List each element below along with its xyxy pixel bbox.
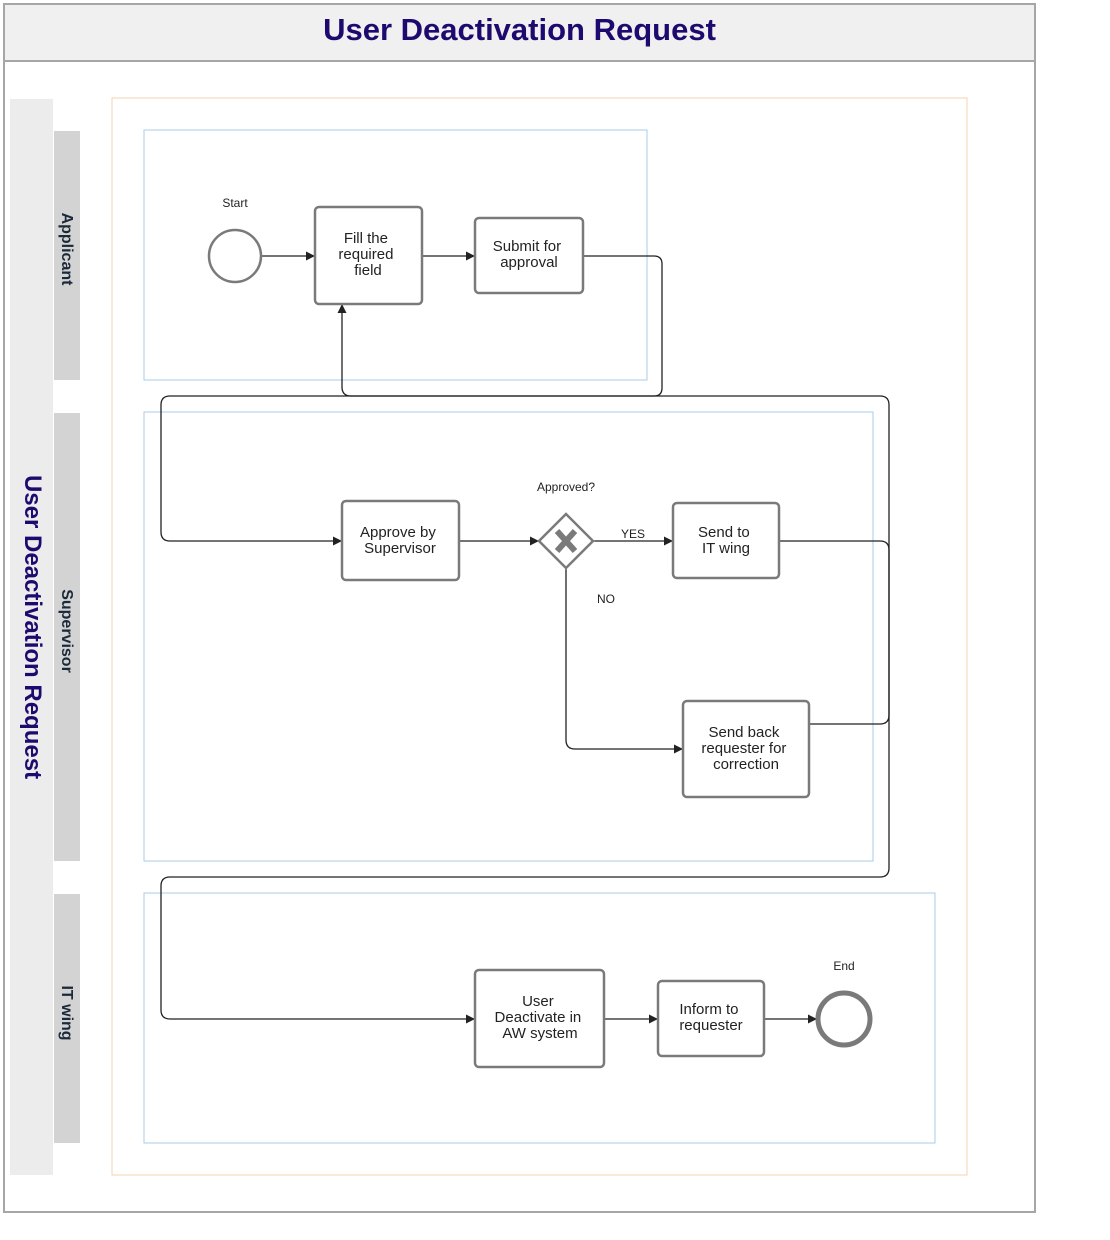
- lane-supervisor: [143, 411, 874, 862]
- task-inform-requester[interactable]: Inform to requester: [656, 979, 766, 1058]
- gateway-label: Approved?: [537, 480, 595, 494]
- gateway-yes-label: YES: [621, 527, 645, 541]
- lane-label-applicant: Applicant: [58, 213, 75, 287]
- lane-applicant: [143, 129, 648, 381]
- task-submit-for-approval[interactable]: Submit for approval: [473, 216, 585, 295]
- end-event-label: End: [833, 959, 854, 973]
- start-event-label: Start: [222, 196, 248, 210]
- pool-label: User Deactivation Request: [19, 475, 46, 779]
- start-event[interactable]: [207, 228, 263, 284]
- pool-area: [111, 97, 968, 1176]
- svg-text:Inform to requester: Inform to requester: [679, 1001, 742, 1034]
- flow-sendback-to-fill: [337, 304, 890, 725]
- svg-text:Send to IT wing: Send to IT wing: [698, 524, 754, 557]
- lane-bar-it-wing: [54, 894, 80, 1143]
- lane-bar-applicant: [54, 131, 80, 380]
- title-bar: [3, 3, 1036, 62]
- task-send-to-it-wing[interactable]: Send to IT wing: [671, 501, 781, 580]
- task-send-back-for-correction[interactable]: Send back requester for correction: [681, 699, 811, 799]
- task-approve-by-supervisor[interactable]: Approve by Supervisor: [340, 499, 461, 582]
- lane-it-wing: [143, 892, 936, 1144]
- exclusive-gateway[interactable]: [537, 512, 595, 570]
- svg-text:User Deactivate in: User Deactivate in AW system: [495, 993, 586, 1042]
- svg-text:Approve by Supervisor: Approve by Supervisor: [360, 524, 440, 557]
- sequence-flows: [160, 251, 890, 1024]
- lane-bar-supervisor: [54, 413, 80, 861]
- pool-label-band: [10, 99, 53, 1175]
- task-user-deactivate[interactable]: User Deactivate in AW system: [473, 968, 606, 1069]
- flow-gateway-no: [565, 568, 683, 754]
- svg-text:Submit for approval: Submit for approval: [493, 238, 566, 271]
- task-fill-required-field[interactable]: Fill the required field: [313, 205, 424, 306]
- exclusive-gateway-x-icon: [554, 528, 578, 554]
- flow-it-wing-to-deactivate: [160, 540, 890, 1024]
- gateway-no-label: NO: [597, 592, 615, 606]
- page-title: User Deactivation Request: [323, 12, 716, 47]
- svg-text:Send back requester for: Send back requester for correction: [701, 724, 790, 773]
- lane-label-supervisor: Supervisor: [58, 589, 75, 673]
- end-event[interactable]: [815, 990, 873, 1048]
- svg-text:Fill the required: Fill the required field: [338, 230, 397, 279]
- lane-label-it-wing: IT wing: [58, 985, 75, 1040]
